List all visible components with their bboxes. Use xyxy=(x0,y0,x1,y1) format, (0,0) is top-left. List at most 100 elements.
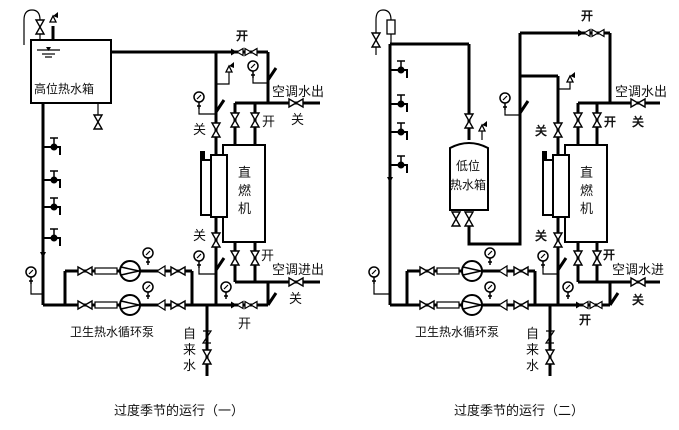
ac-out-label: 空调水出 xyxy=(615,85,667,100)
caption-2: 过度季节的运行（二） xyxy=(454,403,584,419)
chiller-in-valve-icon xyxy=(573,250,583,266)
tank-label: 高位热水箱 xyxy=(34,81,94,96)
pressure-gauge-icon xyxy=(537,250,549,269)
faucet-icon xyxy=(389,155,408,174)
ac-out-valve-label: 关 xyxy=(632,114,644,129)
tank-outlet-valve-icon xyxy=(464,211,474,227)
chiller-in-valve-label: 开 xyxy=(261,249,274,264)
chiller-in-valve-icon xyxy=(230,250,240,266)
hx-bottom-valve-label: 关 xyxy=(535,228,547,243)
pump-1 xyxy=(419,247,529,282)
tap-water-valve-icon xyxy=(202,349,212,365)
heat-exchanger-side xyxy=(542,159,554,216)
pump-2 xyxy=(419,281,529,316)
tap-water-label-3: 水 xyxy=(183,359,196,374)
hx-top-valve-label: 关 xyxy=(535,123,547,138)
air-vent-icon xyxy=(386,19,396,35)
flow-arrow-icon xyxy=(387,177,393,183)
pressure-gauge-icon xyxy=(247,60,259,79)
top-bypass-label: 开 xyxy=(236,29,248,43)
pressure-gauge-icon xyxy=(142,281,154,300)
ac-in-valve-label: 关 xyxy=(632,292,644,307)
tap-water-valve-icon xyxy=(545,349,555,365)
chiller-label-2: 燃 xyxy=(580,183,593,199)
check-valve-icon xyxy=(544,330,556,344)
flow-arrow-icon xyxy=(40,252,46,258)
hx-top-valve-icon xyxy=(211,122,221,138)
burner-icon xyxy=(200,151,205,160)
chiller-out-valve-icon xyxy=(573,112,583,128)
chiller-label-1: 直 xyxy=(238,166,251,181)
pressure-gauge-icon xyxy=(562,281,574,300)
vent-valve-icon xyxy=(371,32,381,48)
chiller-label-3: 机 xyxy=(238,202,251,217)
tank-label-2: 热水箱 xyxy=(450,177,486,192)
hx-top-valve-label: 关 xyxy=(193,123,206,138)
tank-drain-valve-icon xyxy=(93,114,103,130)
bottom-bypass-label: 开 xyxy=(579,313,591,327)
pump-icon xyxy=(461,260,483,282)
ac-out-valve-label: 关 xyxy=(291,113,304,128)
ac-in-valve-icon xyxy=(288,277,304,287)
pump-label: 卫生热水循环泵 xyxy=(415,325,499,339)
pressure-gauge-icon xyxy=(25,266,37,285)
bottom-bypass-label: 开 xyxy=(238,317,251,332)
hx-bottom-valve-icon xyxy=(211,232,221,248)
hx-top-valve-icon xyxy=(553,122,563,138)
check-valve-icon xyxy=(201,330,213,344)
chiller-out-valve-label: 开 xyxy=(604,115,616,129)
tap-water-label-1: 自 xyxy=(526,327,539,342)
ac-in-valve-label: 关 xyxy=(289,292,302,307)
tank-drain-valve-icon xyxy=(451,211,461,227)
ac-out-valve-icon xyxy=(630,98,646,108)
heat-exchanger-side xyxy=(200,159,212,216)
pump-icon xyxy=(119,294,141,316)
pressure-gauge-icon xyxy=(499,92,511,111)
ac-out-valve-icon xyxy=(288,98,304,108)
pressure-gauge-icon xyxy=(484,281,496,300)
pump-icon xyxy=(119,260,141,282)
tap-water-label-2: 来 xyxy=(183,343,196,358)
pump-2 xyxy=(77,281,186,316)
caption-1: 过度季节的运行（一） xyxy=(114,403,244,419)
pump-label: 卫生热水循环泵 xyxy=(70,325,154,339)
hx-bottom-valve-icon xyxy=(553,232,563,248)
tap-water-label-3: 水 xyxy=(526,359,539,374)
water-level-icon xyxy=(37,47,60,58)
chiller-in-valve-label: 开 xyxy=(603,248,615,262)
chiller-in-valve-icon xyxy=(592,250,602,266)
burner-icon xyxy=(542,151,547,160)
ac-out-label: 空调水出 xyxy=(272,85,324,100)
pressure-gauge-icon xyxy=(142,247,154,266)
panel-1: 高位热水箱 开 空调水出 关 xyxy=(23,9,324,419)
pressure-gauge-icon xyxy=(193,91,205,110)
heat-exchanger xyxy=(552,154,570,218)
hx-bottom-valve-label: 关 xyxy=(193,229,206,244)
pressure-gauge-icon xyxy=(220,281,232,300)
ac-in-label: 空调进出 xyxy=(272,263,324,278)
pressure-gauge-icon xyxy=(484,247,496,266)
chiller-out-valve-icon xyxy=(592,112,602,128)
top-bypass-label: 开 xyxy=(581,9,593,23)
chiller-out-valve-icon xyxy=(230,112,240,128)
faucet-icon xyxy=(42,170,61,189)
direct-fired-chiller xyxy=(564,144,608,243)
tank-safety-valve-icon xyxy=(49,11,59,23)
heat-exchanger xyxy=(210,154,228,218)
chiller-label-2: 燃 xyxy=(238,183,251,199)
faucet-icon xyxy=(42,197,61,216)
chiller-label-3: 机 xyxy=(580,202,593,217)
faucet-icon xyxy=(42,137,61,156)
ac-in-valve-icon xyxy=(630,277,646,287)
low-level-hot-water-tank xyxy=(449,142,489,211)
chiller-out-valve-icon xyxy=(250,112,260,128)
chiller-out-valve-label: 开 xyxy=(262,115,275,130)
pressure-gauge-icon xyxy=(368,266,380,285)
faucet-icon xyxy=(389,60,408,79)
tank-inlet-valve-icon xyxy=(464,113,474,129)
tank-safety-valve-icon xyxy=(478,120,488,132)
faucet-icon xyxy=(389,122,408,141)
ac-in-label: 空调水进 xyxy=(612,263,664,278)
tank-inlet-valve-icon xyxy=(35,19,45,35)
